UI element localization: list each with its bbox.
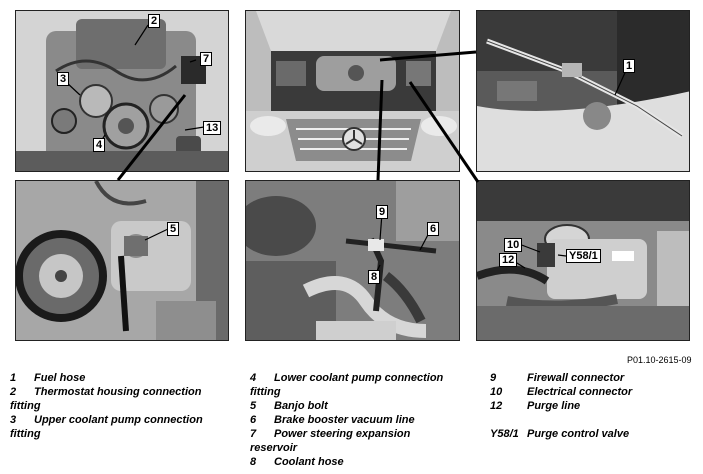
legend-item-text: Coolant hose bbox=[274, 456, 344, 468]
callout-4: 4 bbox=[93, 138, 106, 152]
legend-column-2: 4 Lower coolant pump connection fitting … bbox=[250, 371, 443, 469]
legend-item-2: 2 Thermostat housing connection bbox=[10, 385, 203, 399]
legend-column-1: 1 Fuel hose 2 Thermostat housing connect… bbox=[10, 371, 203, 441]
callout-9: 9 bbox=[376, 205, 389, 219]
legend-item-3: 3 Upper coolant pump connection bbox=[10, 413, 203, 427]
callout-7: 7 bbox=[200, 52, 213, 66]
legend-item-text: Firewall connector bbox=[527, 372, 625, 384]
callout-3: 3 bbox=[57, 72, 70, 86]
legend-item-number: 4 bbox=[250, 372, 257, 384]
legend-item-number: 10 bbox=[490, 386, 503, 398]
legend-item-text: Purge line bbox=[527, 400, 581, 412]
legend-item-text-continued: fitting bbox=[10, 400, 41, 412]
callout-12: 12 bbox=[499, 253, 518, 267]
legend-item-4-continued: fitting bbox=[250, 385, 443, 399]
legend-item-text: Lower coolant pump connection bbox=[274, 372, 444, 384]
legend-item-10: 10 Electrical connector bbox=[490, 385, 632, 399]
legend-item-9: 9 Firewall connector bbox=[490, 371, 632, 385]
figure-reference-number: P01.10-2615-09 bbox=[627, 355, 692, 365]
callout-5: 5 bbox=[167, 222, 180, 236]
legend-item-text: Banjo bolt bbox=[274, 400, 328, 412]
legend-item-text: Power steering expansion bbox=[274, 428, 411, 440]
legend-item-number: 12 bbox=[490, 400, 503, 412]
legend-item-12: 12 Purge line bbox=[490, 399, 632, 413]
callout-8: 8 bbox=[368, 270, 381, 284]
photo-engine-front bbox=[15, 10, 229, 172]
legend-item-1: 1 Fuel hose bbox=[10, 371, 203, 385]
callout-2: 2 bbox=[148, 14, 161, 28]
legend-item-number: 7 bbox=[250, 428, 257, 440]
legend-item-text: Upper coolant pump connection bbox=[34, 414, 203, 426]
legend-item-7: 7 Power steering expansion bbox=[250, 427, 443, 441]
legend-item-number: 8 bbox=[250, 456, 257, 468]
callout-6: 6 bbox=[427, 222, 440, 236]
photo-brake-booster-line bbox=[245, 180, 460, 341]
legend-item-number: 9 bbox=[490, 372, 497, 384]
legend-item-text: Fuel hose bbox=[34, 372, 86, 384]
callout-1: 1 bbox=[623, 59, 636, 73]
legend-item-number: 5 bbox=[250, 400, 257, 412]
legend-item-y58-1: Y58/1 Purge control valve bbox=[490, 427, 632, 441]
callout-y58-1: Y58/1 bbox=[566, 249, 601, 263]
callout-13: 13 bbox=[203, 121, 222, 135]
legend-item-text: Electrical connector bbox=[527, 386, 633, 398]
legend-item-3-continued: fitting bbox=[10, 427, 203, 441]
legend-item-7-continued: reservoir bbox=[250, 441, 443, 455]
legend-item-2-continued: fitting bbox=[10, 399, 203, 413]
legend-item-number: 1 bbox=[10, 372, 17, 384]
photo-coolant-pump bbox=[15, 180, 229, 341]
legend-item-text-continued: fitting bbox=[10, 428, 41, 440]
legend-item-number: 3 bbox=[10, 414, 17, 426]
legend-spacer bbox=[490, 413, 632, 427]
legend-item-text: Purge control valve bbox=[527, 428, 630, 440]
photo-fuel-hose bbox=[476, 10, 690, 172]
legend-item-number: Y58/1 bbox=[490, 428, 519, 440]
legend-item-6: 6 Brake booster vacuum line bbox=[250, 413, 443, 427]
callout-10: 10 bbox=[504, 238, 523, 252]
photo-vehicle-hood-open bbox=[245, 10, 460, 172]
legend-item-number: 6 bbox=[250, 414, 257, 426]
legend-item-text: Thermostat housing connection bbox=[34, 386, 202, 398]
legend-item-8: 8 Coolant hose bbox=[250, 455, 443, 469]
legend-item-text-continued: fitting bbox=[250, 386, 281, 398]
legend-item-text: Brake booster vacuum line bbox=[274, 414, 415, 426]
legend-item-4: 4 Lower coolant pump connection bbox=[250, 371, 443, 385]
legend-item-5: 5 Banjo bolt bbox=[250, 399, 443, 413]
legend-item-number: 2 bbox=[10, 386, 17, 398]
legend-column-3: 9 Firewall connector 10 Electrical conne… bbox=[490, 371, 632, 441]
legend-item-text-continued: reservoir bbox=[250, 442, 298, 454]
